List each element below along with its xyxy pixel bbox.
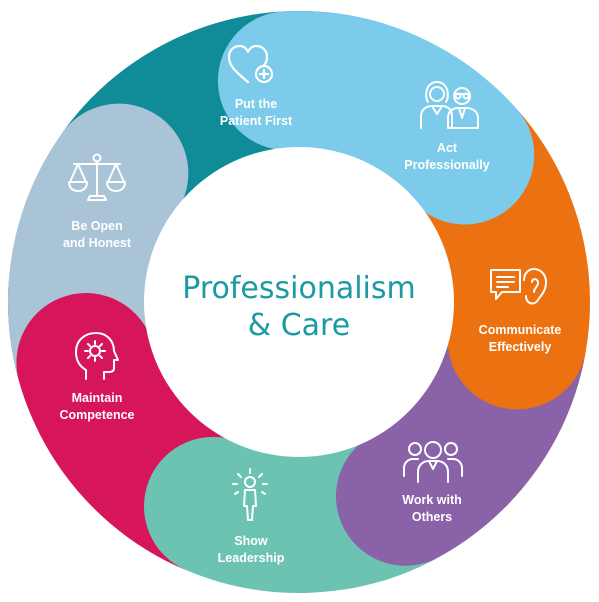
professionals-icon [420, 81, 479, 129]
center-title-line2: & Care [247, 308, 351, 343]
ring-segment-wedge-patient [283, 11, 394, 159]
ring-segment-patient [283, 11, 570, 247]
heart-plus-icon [227, 44, 274, 84]
center-circle [144, 147, 454, 457]
ring-segment-maintain [7, 61, 214, 382]
center-title: Professionalism & Care [182, 270, 415, 344]
head-gear-icon [75, 332, 119, 380]
scales-icon [68, 153, 126, 201]
segment-label-maintain: Maintain Competence [59, 391, 135, 422]
ring-segment-work [101, 413, 439, 593]
segment-label-work: Work with Others [402, 493, 462, 524]
center-title-line1: Professionalism [182, 271, 416, 306]
team-icon [403, 441, 463, 483]
segment-label-act: Act Professionally [404, 141, 490, 172]
segment-label-patient: Put the Patient First [219, 97, 293, 128]
ring-segment-lead [8, 280, 241, 571]
segment-label-communicate: Communicate Effectively [478, 323, 562, 354]
speech-ear-icon [490, 268, 547, 305]
segment-label-open: Be Open and Honest [62, 219, 132, 250]
segment-label-lead: Show Leadership [217, 534, 285, 565]
leader-icon [232, 468, 268, 521]
